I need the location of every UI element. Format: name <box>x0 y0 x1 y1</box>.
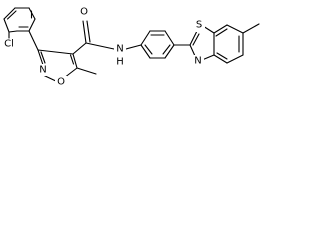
thiazole-nitrogen-atom: N <box>192 55 204 67</box>
bond <box>192 33 200 46</box>
bond <box>215 28 228 37</box>
bond <box>72 53 78 69</box>
amide-nitrogen-atom: N H <box>114 43 126 68</box>
bond <box>69 54 75 65</box>
bond <box>144 44 153 55</box>
bond <box>37 49 74 55</box>
atom-label-o-isoxazole: O <box>57 77 65 88</box>
bond <box>3 18 10 33</box>
atom-label-n-amide: N <box>116 44 123 55</box>
bond <box>242 23 260 34</box>
bond <box>226 54 244 64</box>
atom-label-o-carbonyl: O <box>80 7 88 18</box>
bond <box>189 30 198 46</box>
bond <box>82 20 87 44</box>
bond <box>72 42 87 55</box>
atom-label-n-thiazole: N <box>194 56 201 67</box>
bond <box>162 44 171 55</box>
bond <box>3 7 16 20</box>
bond <box>164 44 175 59</box>
bond <box>189 44 196 57</box>
bond <box>8 30 18 33</box>
bond <box>76 67 97 75</box>
bond <box>40 51 46 64</box>
bond <box>216 52 228 60</box>
carbonyl-oxygen-atom: O <box>78 6 90 18</box>
bond <box>140 44 151 59</box>
atom-labels: Cl O N H N O S N <box>1 6 205 89</box>
bond <box>37 49 44 66</box>
bond <box>226 24 244 34</box>
bond <box>164 30 175 46</box>
isoxazole-nitrogen-atom: N <box>37 64 49 76</box>
atom-label-s-thiazole: S <box>196 20 202 31</box>
bond <box>213 54 228 64</box>
bond <box>6 10 17 20</box>
bond <box>140 30 151 46</box>
atom-label-n-isoxazole: N <box>39 65 46 76</box>
chlorine-atom: Cl <box>1 38 17 50</box>
atom-label-cl: Cl <box>4 39 14 50</box>
isoxazole-oxygen-atom: O <box>55 76 67 89</box>
chemical-structure: Cl O N H N O S N <box>1 6 260 89</box>
bond <box>28 30 39 51</box>
thiazole-sulfur-atom: S <box>194 19 205 32</box>
bond <box>86 20 91 43</box>
bond <box>28 18 36 32</box>
atom-label-h-amide: H <box>116 57 124 68</box>
bond <box>85 42 115 50</box>
bond <box>213 24 228 34</box>
bond <box>125 44 142 50</box>
